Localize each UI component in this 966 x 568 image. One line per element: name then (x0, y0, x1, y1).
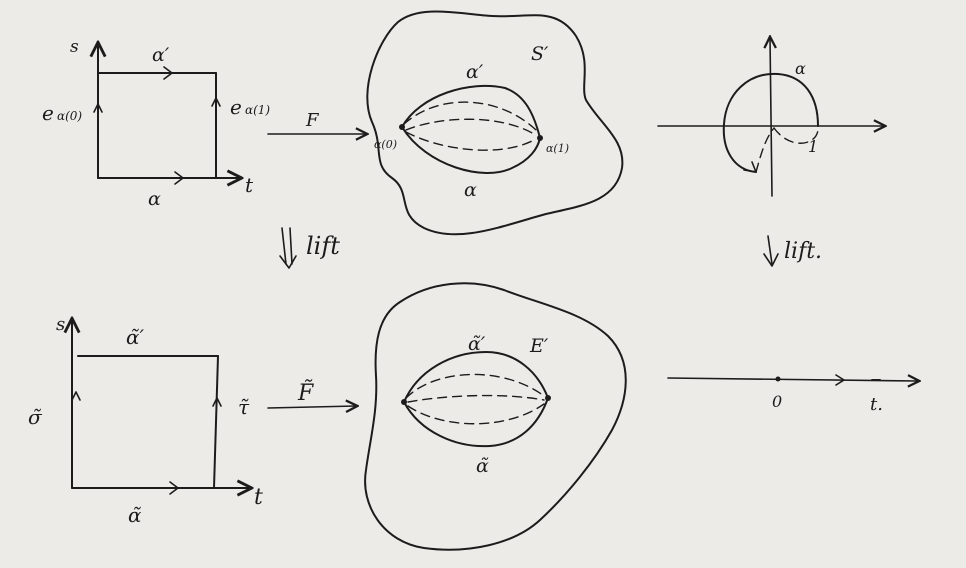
bottom-homotopy-dash-2 (407, 394, 545, 403)
bottom-square-s-label: s (56, 314, 65, 335)
bottom-blob-lower-arc (403, 397, 549, 448)
bottom-blob-start-dot (401, 399, 407, 405)
circle-arrowhead (743, 161, 757, 173)
bottom-square-right-label: τ̃ (238, 395, 250, 419)
top-blob-start-dot (399, 124, 405, 130)
top-blob-lower-label: α (464, 179, 477, 201)
top-square: s t α′ α e α(0) e α(1) (42, 37, 270, 210)
top-blob-lower-arc (401, 126, 541, 174)
top-square-s-label: s (70, 37, 79, 57)
real-line-path-arrow (835, 374, 845, 386)
top-blob: S′ α′ α α(0) α(1) (366, 10, 624, 236)
lift-right-arrowhead (763, 253, 779, 267)
bottom-homotopy-dash-3 (407, 403, 545, 425)
top-square-left-label: e (42, 101, 54, 125)
bottom-square-top-label: α̃′ (126, 325, 145, 349)
circle-y-axis (770, 38, 772, 197)
map-F-label: F (305, 110, 320, 131)
circle-dash-2 (773, 127, 819, 144)
top-edge-arrow (163, 66, 173, 80)
homotopy-dash-1 (403, 101, 537, 131)
lift-middle-arrowhead (279, 255, 297, 269)
lift-right: lift. (763, 235, 822, 267)
real-line-origin-label: 0 (772, 392, 782, 411)
bottom-left-edge-arrow (71, 391, 81, 401)
circle-curve (722, 72, 819, 173)
lift-middle-label: lift (306, 232, 340, 260)
homotopy-dash-3 (405, 131, 535, 151)
bottom-square-right-edge (213, 355, 219, 489)
bottom-blob-lower-label: α̃ (476, 455, 489, 477)
bottom-bottom-edge-arrow (169, 481, 179, 495)
top-blob-space-label: S′ (531, 43, 549, 65)
top-square-left-sub: α(0) (57, 109, 82, 123)
left-edge-arrow (93, 103, 103, 113)
top-blob-upper-label: α′ (466, 61, 484, 83)
top-square-right-sub: α(1) (245, 103, 270, 117)
bottom-blob-end-dot (545, 395, 551, 401)
lift-middle-double-arrow (281, 227, 293, 265)
bottom-blob: E′ α̃′ α̃ (364, 282, 627, 551)
homotopy-dash-2 (405, 118, 535, 135)
circle-dash-1 (755, 127, 775, 173)
lift-right-label: lift. (784, 239, 822, 264)
lift-middle: lift (279, 227, 340, 269)
top-square-right-label: e (230, 95, 242, 119)
top-square-bottom-label: α (148, 188, 161, 210)
bottom-blob-upper-label: α̃′ (468, 333, 486, 355)
bottom-square-left-label: σ̃ (28, 405, 43, 429)
bottom-blob-space-label: E′ (529, 335, 549, 357)
top-blob-end-label: α(1) (546, 142, 569, 155)
map-F-tilde-arrow (267, 406, 356, 408)
bottom-edge-arrow (174, 171, 184, 185)
real-line: 0 t. (667, 374, 918, 415)
bottom-blob-outline (364, 282, 627, 551)
real-line-point-label: t. (870, 394, 883, 415)
map-F-tilde-label: F̃ (297, 380, 314, 406)
top-square-top-label: α′ (152, 44, 170, 66)
bottom-square-t-label: t (254, 485, 263, 510)
right-edge-arrow (211, 97, 221, 107)
top-blob-start-label: α(0) (374, 138, 397, 151)
lift-right-arrow-line (767, 235, 773, 265)
map-F: F (267, 110, 366, 134)
bottom-blob-upper-arc (403, 351, 549, 403)
top-blob-outline (366, 10, 624, 236)
circle-curve-label: α (795, 59, 806, 78)
circle-diagram: α 1 (657, 38, 884, 197)
circle-point-label: 1 (808, 137, 818, 156)
real-line-origin-dot (775, 376, 781, 382)
bottom-square: s t α̃′ α̃ σ̃ τ̃ (28, 314, 263, 527)
top-square-t-label: t (245, 173, 254, 197)
top-blob-end-dot (537, 135, 543, 141)
bottom-homotopy-dash-1 (405, 373, 545, 399)
bottom-square-bottom-label: α̃ (128, 503, 142, 527)
bottom-right-edge-arrow (212, 397, 222, 407)
map-F-tilde: F̃ (267, 380, 356, 408)
top-blob-upper-arc (401, 84, 541, 139)
